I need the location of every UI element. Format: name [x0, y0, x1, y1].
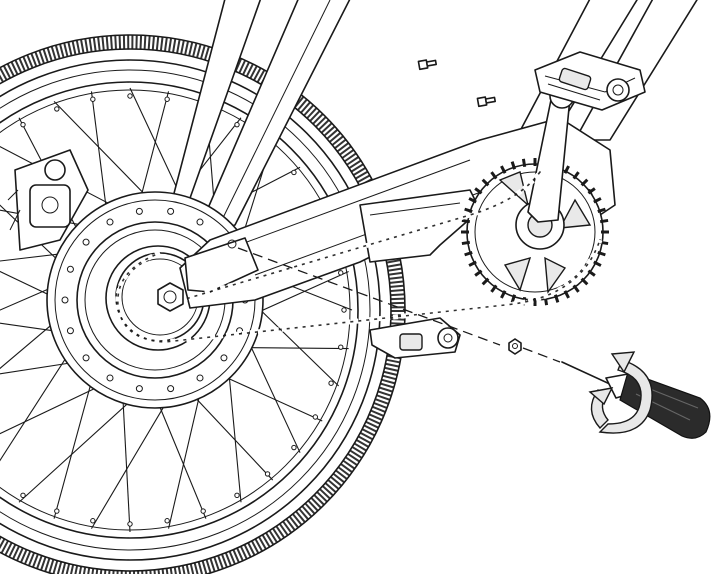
- tire-tread-icon: [0, 35, 405, 574]
- chainring-icon: [461, 158, 609, 306]
- axle-nut-icon: [157, 282, 184, 312]
- chain-guard-icon: [179, 117, 616, 309]
- disc-brake-caliper-icon: [7, 149, 89, 251]
- kickstand-icon: [369, 317, 461, 359]
- chain-icon: [115, 170, 603, 345]
- alignment-lines: [237, 247, 561, 363]
- screw-icon: [417, 59, 522, 355]
- pedal-icon: [534, 51, 646, 111]
- rotation-arrow-icon: [588, 351, 653, 434]
